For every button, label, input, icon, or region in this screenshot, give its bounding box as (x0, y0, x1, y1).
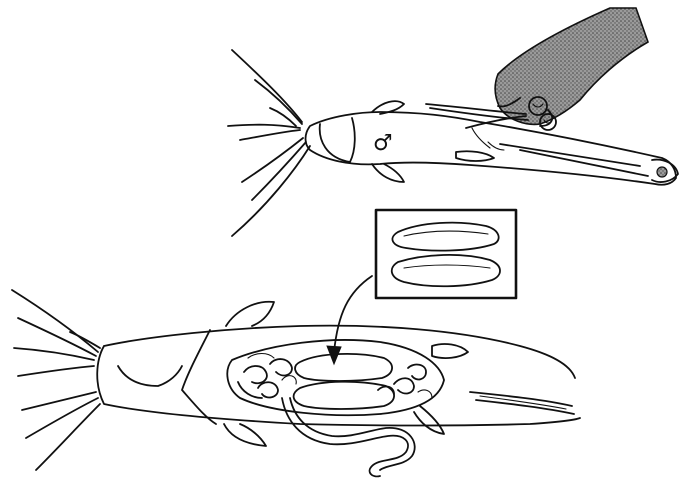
top-fish-barbels (228, 50, 310, 236)
gonad-upper (295, 354, 392, 381)
bottom-fish-dorsal-fin (226, 302, 274, 326)
top-fish-pelvic-fin (456, 151, 494, 161)
bottom-fish-pectoral-fin (224, 424, 266, 446)
bottom-fish-head (118, 366, 182, 386)
inset-testis-lower (392, 255, 500, 286)
bottom-fish (12, 290, 580, 476)
bottom-fish-barbels (12, 290, 100, 470)
gloved-hand (495, 8, 648, 126)
pointer-arrow (327, 276, 372, 364)
top-fish-anal-fin (500, 144, 648, 176)
top-fish: ♂ (228, 50, 678, 236)
glove-sleeve (495, 8, 648, 124)
intestine-coils-right (378, 365, 432, 398)
intestine-coils (238, 354, 296, 399)
inset-testis-upper (392, 223, 498, 251)
gonad-inset (376, 210, 516, 298)
top-fish-body (306, 112, 677, 185)
top-fish-head (320, 118, 355, 162)
gonad-lower (294, 382, 394, 409)
male-symbol: ♂ (373, 131, 393, 156)
